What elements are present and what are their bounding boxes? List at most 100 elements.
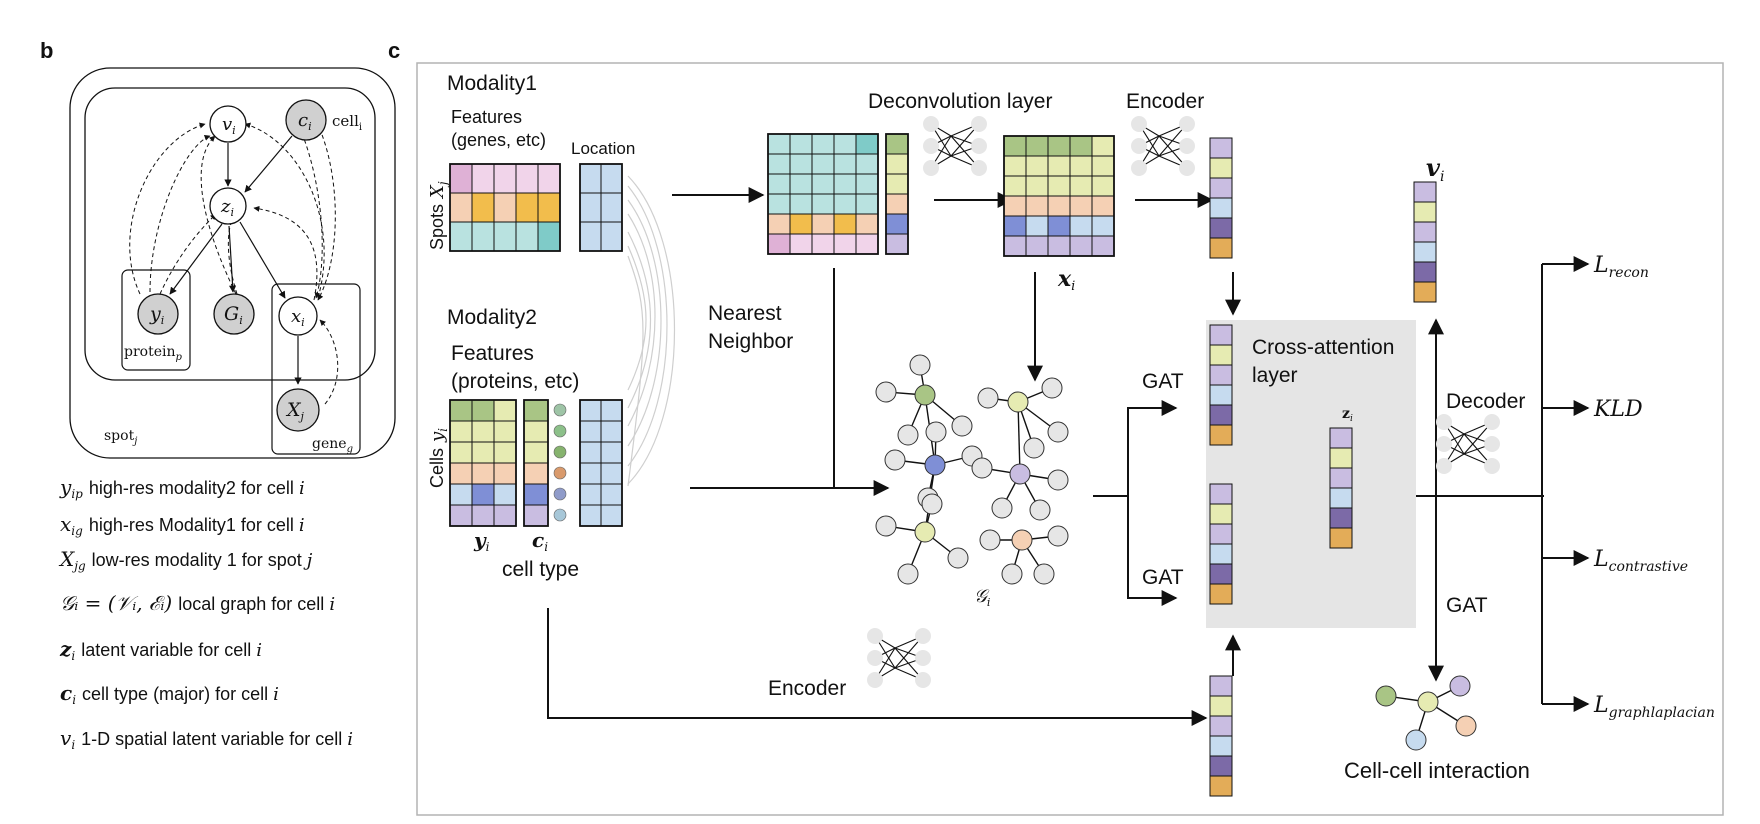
modality1-feature-cell [515, 163, 539, 194]
v-vector-cell [1413, 281, 1437, 303]
modality1-features: Features [451, 107, 522, 127]
modality2-title: Modality2 [447, 306, 537, 329]
x-matrix-cell [1003, 155, 1027, 177]
celltype-cell [523, 462, 549, 485]
v-vector-cell [1413, 221, 1437, 243]
modality2-feature-cell [471, 399, 495, 422]
deconvolution-matrix-cell [811, 193, 835, 215]
modality2-location-cell [579, 399, 602, 422]
deconvolution-celltype-cell [885, 133, 909, 155]
v-label: vi [1426, 153, 1444, 185]
deconvolution-matrix-cell [833, 173, 857, 195]
svg-text:proteinp: proteinp [124, 344, 183, 363]
cell-type-icon [553, 487, 567, 501]
decoder-label: Decoder [1446, 390, 1525, 413]
plate-cell [84, 87, 376, 381]
gat-bottom-vector-cell [1209, 543, 1233, 565]
nearest-neighbor-label-2: Neighbor [708, 330, 793, 353]
cell-type-icons [553, 403, 567, 522]
deconvolution-matrix-cell [833, 233, 857, 255]
modality1-feature-cell [449, 192, 473, 223]
svg-text:spotj: spotj [104, 428, 137, 447]
deconvolution-matrix-cell [789, 213, 813, 235]
modality1-location-cell [579, 192, 602, 223]
modality2-features: Features [451, 342, 534, 365]
nn-node [1436, 436, 1452, 452]
node-c: ci [285, 99, 327, 141]
nn-node [1131, 116, 1147, 132]
modality1-feature-cell [537, 192, 561, 223]
celltype-cell [523, 441, 549, 464]
deconvolution-layer-label: Deconvolution layer [868, 90, 1052, 113]
nn-node [1179, 160, 1195, 176]
nn-node [1436, 414, 1452, 430]
modality2-location-cell [600, 504, 623, 527]
cell-type-label: cell type [502, 558, 579, 581]
deconvolution-celltype-border [885, 133, 909, 255]
node-y: yi [137, 293, 179, 335]
modality2-location-border [579, 399, 623, 527]
graph-hub-node [914, 521, 936, 543]
cell-type-icon [553, 424, 567, 438]
deconvolution-matrix-cell [833, 153, 857, 175]
nn-node [923, 116, 939, 132]
modality2-location-grid [579, 399, 623, 527]
nn-node [1131, 138, 1147, 154]
deconvolution-matrix-cell [789, 233, 813, 255]
modality1-feature-grid [449, 163, 561, 252]
panel-c-label: c [388, 38, 400, 63]
deconvolution-matrix-cell [833, 133, 857, 155]
x-matrix-cell [1025, 175, 1049, 197]
svg-text:vi: vi [222, 114, 236, 137]
x-matrix-cell [1091, 155, 1115, 177]
z-vector-cell [1329, 527, 1353, 549]
modality1-feature-cell [537, 163, 561, 194]
node-X: Xj [276, 388, 320, 432]
modality2-feature-cell [493, 504, 517, 527]
celltype-cell [523, 399, 549, 422]
x-matrix-cell [1091, 135, 1115, 157]
z-vector-cell [1329, 507, 1353, 529]
celltype-cell [523, 420, 549, 443]
plate-spot [69, 67, 396, 459]
modality2-location-cell [600, 399, 623, 422]
gat-bottom-vector-cell [1209, 523, 1233, 545]
encoded-y-vector-cell [1209, 715, 1233, 737]
modality2-location-cell [579, 441, 602, 464]
solid-dependencies [169, 135, 302, 385]
nn-node [1484, 414, 1500, 430]
cell-type-icon [553, 403, 567, 417]
modality2-feature-cell [493, 420, 517, 443]
deconvolution-matrix-cell [855, 153, 879, 175]
modality2-feature-cell [493, 399, 517, 422]
modality1-feature-cell [449, 163, 473, 194]
modality1-location-grid [579, 163, 623, 252]
graph-node [875, 381, 897, 403]
location-label: Location [571, 139, 635, 158]
gat-branch-arrows [1094, 495, 1128, 497]
graph-node [979, 529, 1001, 551]
encoded-y-vector-cell [1209, 735, 1233, 757]
modality1-features-sub: (genes, etc) [451, 130, 546, 150]
modality1-feature-cell [471, 221, 495, 252]
gat-top-vector-cell [1209, 364, 1233, 386]
modality2-feature-cell [471, 504, 495, 527]
graph-hub-node [1007, 391, 1029, 413]
latent-vectors [1209, 137, 1437, 797]
deconvolution-matrix-cell [811, 213, 835, 235]
nn-node [1436, 458, 1452, 474]
modality2-location-cell [600, 441, 623, 464]
gat-top-vector-cell [1209, 384, 1233, 406]
modality2-feature-border [449, 399, 517, 527]
encoded-y-vector-cell [1209, 775, 1233, 797]
nn-node [915, 650, 931, 666]
deconvolution-matrix-cell [855, 233, 879, 255]
nn-node [867, 672, 883, 688]
graph-node [1047, 525, 1069, 547]
deconvolution-matrix-cell [811, 173, 835, 195]
x-matrix-cell [1003, 195, 1027, 217]
graph-node [991, 497, 1013, 519]
x-matrix-cell [1069, 215, 1093, 237]
